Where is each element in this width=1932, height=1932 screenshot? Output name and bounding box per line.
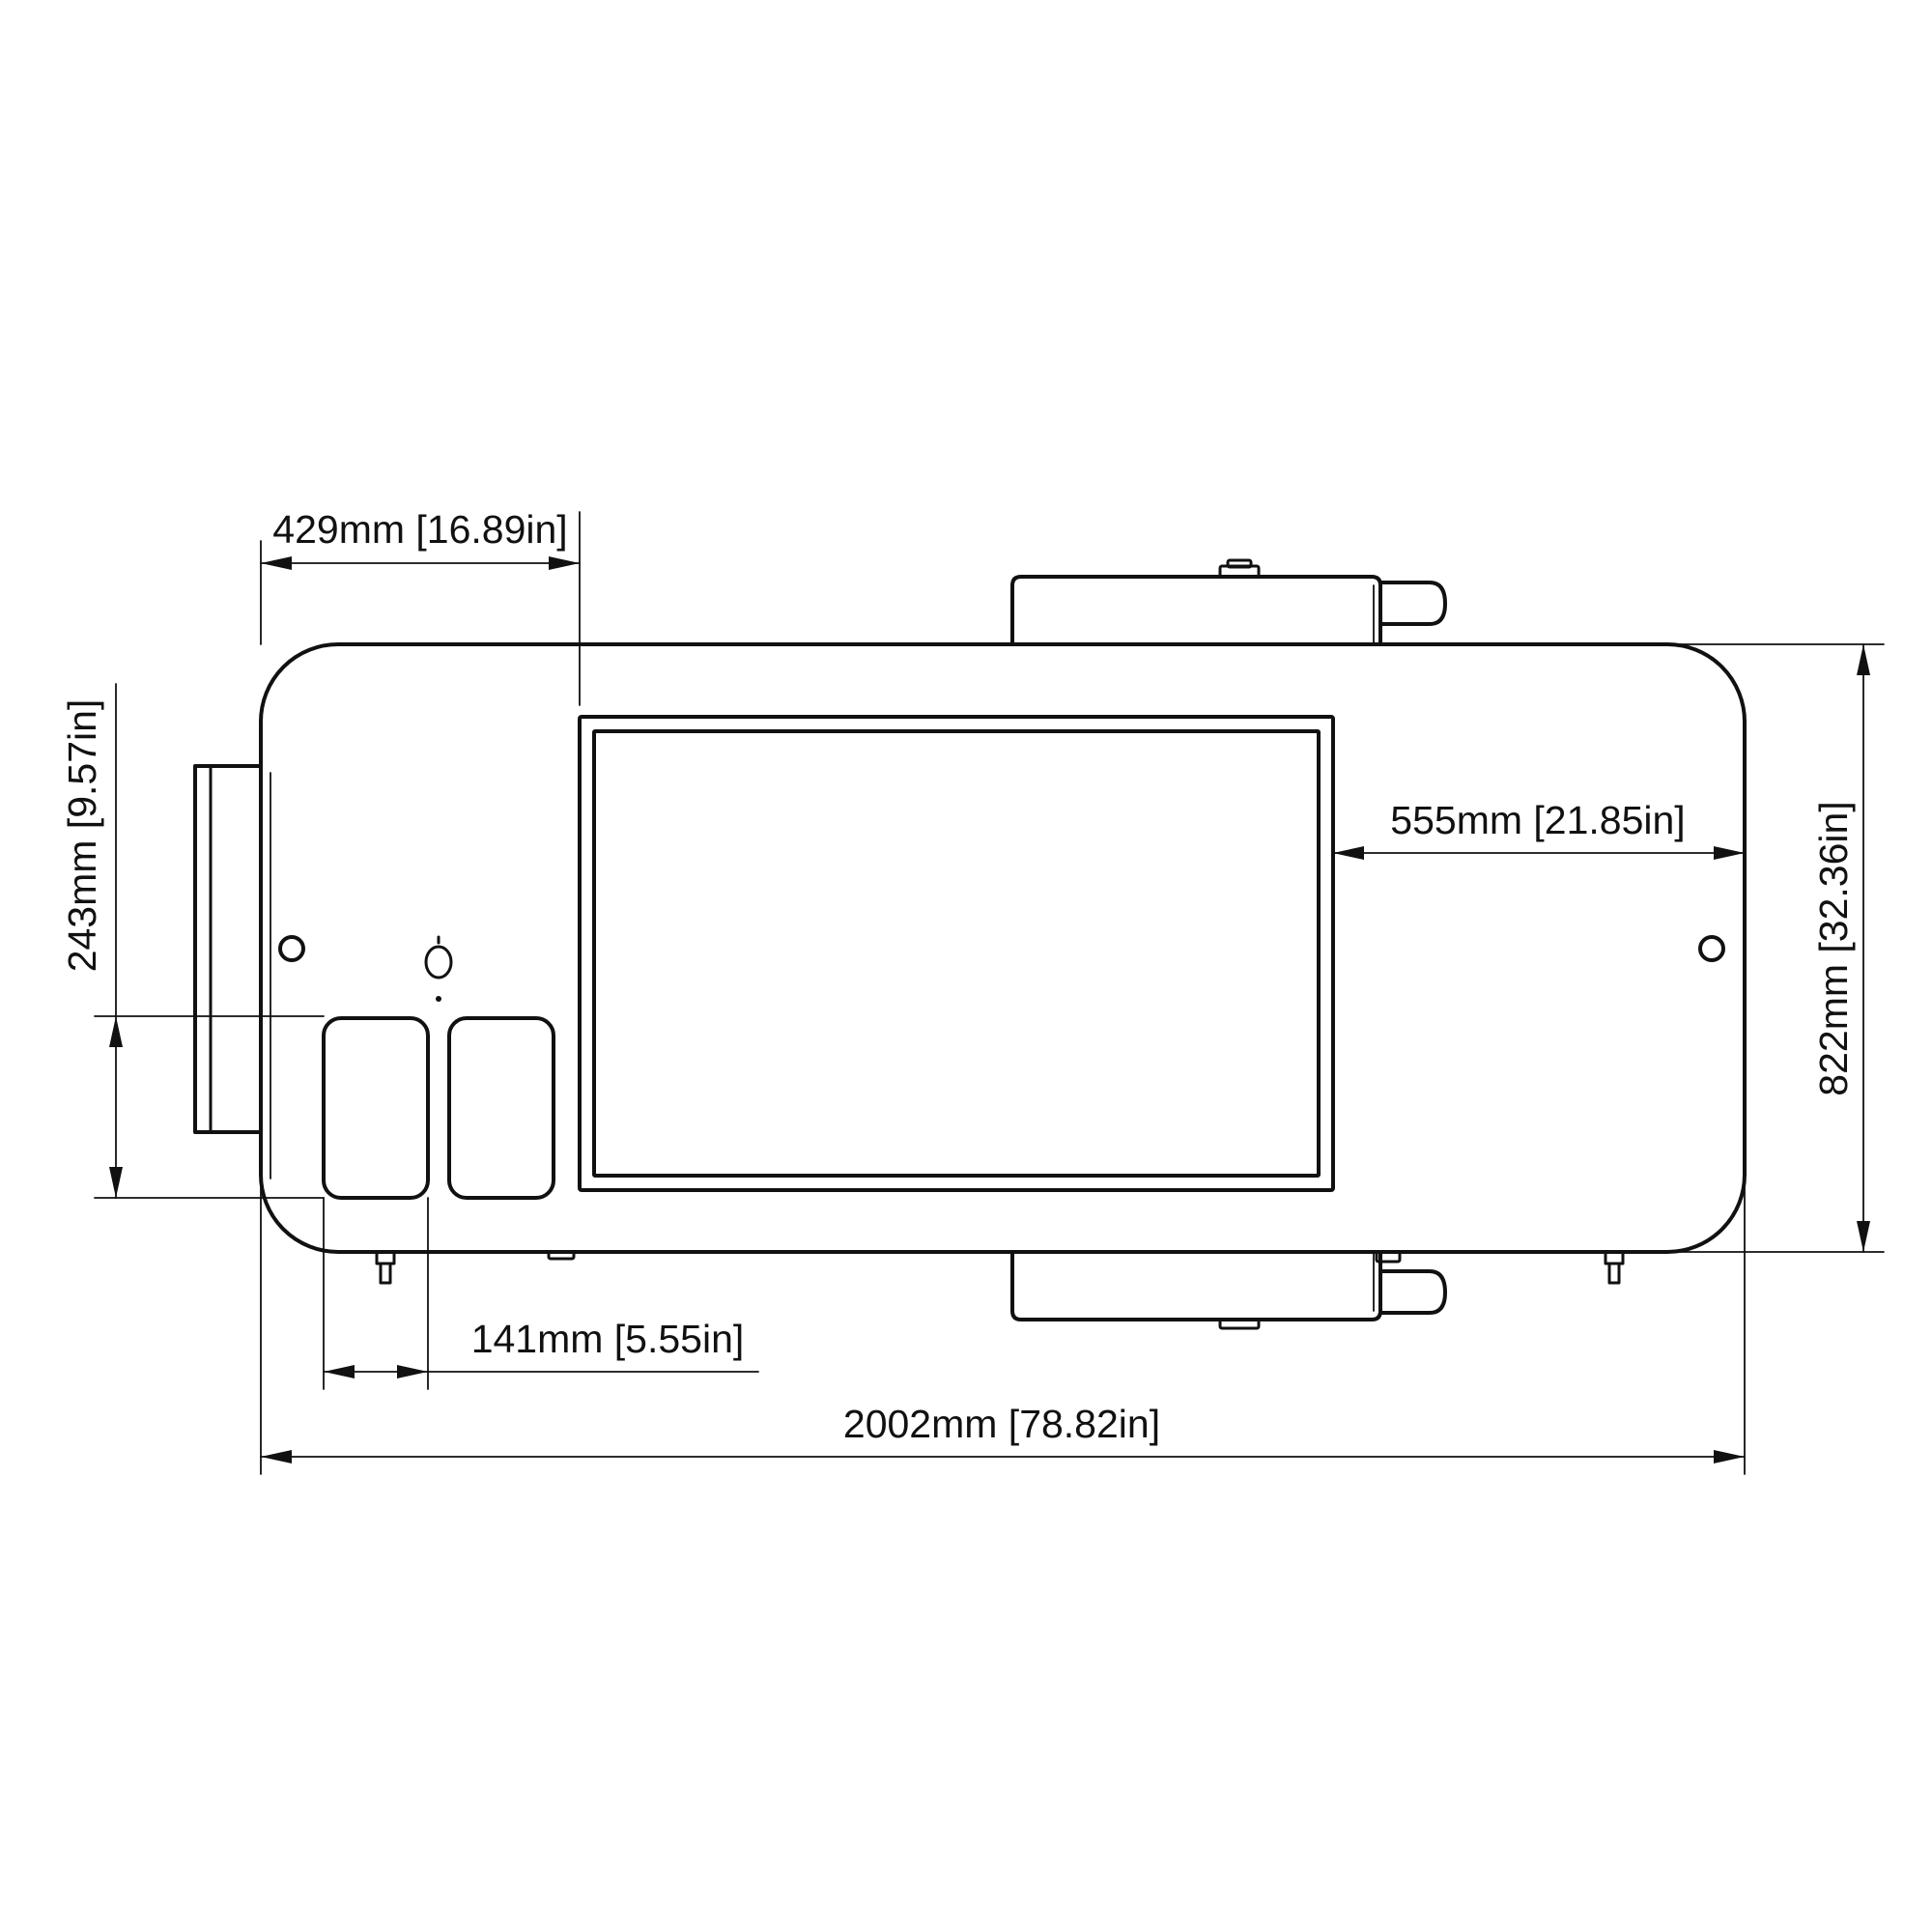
bottom-left-foot	[375, 1250, 396, 1285]
dimension-label-right-gap: 555mm [21.85in]	[1390, 798, 1685, 842]
left-side-tray	[193, 764, 263, 1134]
dimension-label-overall-width: 2002mm [78.82in]	[843, 1402, 1160, 1446]
power-icon	[424, 935, 453, 1002]
dimension-overall-height: 822mm [32.36in]	[1661, 643, 1885, 1253]
dimension-left-height: 243mm [9.57in]	[60, 683, 325, 1199]
dimension-pedal-width: 141mm [5.55in]	[323, 1197, 759, 1390]
dimension-right-gap: 555mm [21.85in]	[1332, 798, 1746, 860]
dimension-label-left-height: 243mm [9.57in]	[60, 699, 104, 973]
right-mounting-hole	[1698, 935, 1725, 962]
right-control-pad	[447, 1016, 555, 1200]
dimension-label-top-width: 429mm [16.89in]	[272, 507, 567, 552]
left-mounting-hole	[278, 935, 305, 962]
left-control-pad	[322, 1016, 430, 1200]
display-screen	[578, 715, 1335, 1192]
bottom-center-clip	[547, 1250, 576, 1261]
dimension-overall-width: 2002mm [78.82in]	[260, 1187, 1746, 1475]
dimension-top-width: 429mm [16.89in]	[260, 507, 581, 706]
bottom-right-foot	[1604, 1250, 1625, 1285]
dimension-label-overall-height: 822mm [32.36in]	[1811, 801, 1856, 1095]
top-mount-bracket	[1010, 558, 1447, 646]
main-body-outline	[259, 642, 1747, 1254]
bottom-mount-bracket	[1010, 1250, 1447, 1330]
dimension-label-pedal-width: 141mm [5.55in]	[471, 1317, 745, 1361]
